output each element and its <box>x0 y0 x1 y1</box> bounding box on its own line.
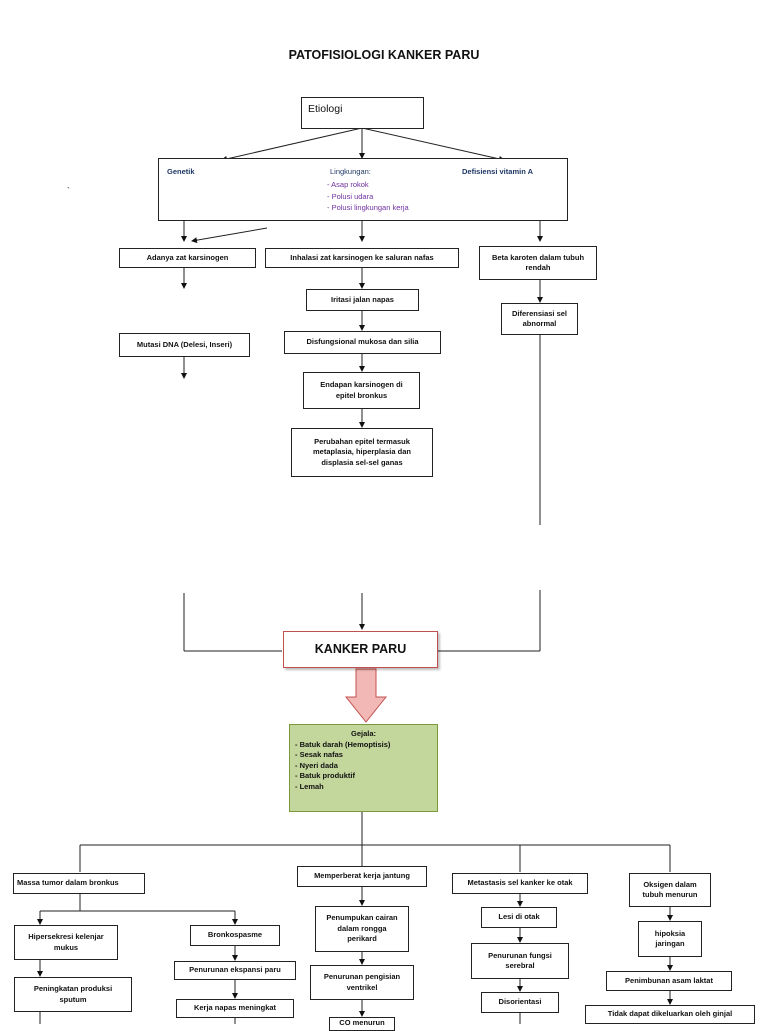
oksigen-line: tubuh menurun <box>642 890 698 899</box>
perubahan-line: Perubahan epitel termasuk <box>314 436 410 446</box>
oksigen-box: Oksigen dalam tubuh menurun <box>629 873 711 907</box>
kerja-jantung-box: Memperberat kerja jantung <box>297 866 427 887</box>
hipoksia-line: hipoksia <box>654 928 686 938</box>
hipersekresi-box: Hipersekresi kelenjar mukus <box>14 925 118 960</box>
gejala-item: - Batuk darah (Hemoptisis) <box>295 739 391 749</box>
mutasi-label: Mutasi DNA (Delesi, Inseri) <box>136 339 233 349</box>
asam-laktat-label: Penimbunan asam laktat <box>625 975 713 985</box>
massa-tumor-box: Massa tumor dalam bronkus <box>13 873 145 894</box>
iritasi-label: Iritasi jalan napas <box>331 294 394 304</box>
lingkungan-item: - Polusi lingkungan kerja <box>327 203 409 213</box>
massa-tumor-label: Massa tumor dalam bronkus <box>17 878 119 888</box>
beta-karoten-line: Beta karoten dalam tubuh <box>491 252 585 262</box>
beta-karoten-box: Beta karoten dalam tubuh rendah <box>479 246 597 280</box>
disfungsi-box: Disfungsional mukosa dan silia <box>284 331 441 354</box>
diferensiasi-box: Diferensiasi sel abnormal <box>501 303 578 335</box>
inhalasi-box: Inhalasi zat karsinogen ke saluran nafas <box>265 248 459 268</box>
hipersekresi-line: mukus <box>53 942 79 952</box>
gejala-item: - Nyeri dada <box>295 760 338 770</box>
penumpukan-line: perikard <box>347 934 377 944</box>
gejala-box: Gejala: - Batuk darah (Hemoptisis) - Ses… <box>289 724 438 812</box>
lingkungan-item: - Asap rokok <box>327 180 369 189</box>
bronkospasme-box: Bronkospasme <box>190 925 280 946</box>
stray-mark: ` <box>67 186 70 196</box>
hipoksia-box: hipoksia jaringan <box>638 921 702 957</box>
lingkungan-list: - Asap rokok - Polusi udara - Polusi lin… <box>327 179 409 214</box>
gejala-heading: Gejala: <box>350 729 376 738</box>
endapan-line: Endapan karsinogen di <box>320 380 403 389</box>
oksigen-line: Oksigen dalam <box>643 879 697 889</box>
pengisian-line: ventrikel <box>346 982 378 992</box>
co-menurun-label: CO menurun <box>339 1018 385 1027</box>
pengisian-ventrikel-box: Penurunan pengisian ventrikel <box>310 965 414 1000</box>
karsinogen-box: Adanya zat karsinogen <box>119 248 256 268</box>
disorientasi-label: Disorientasi <box>498 997 542 1007</box>
ginjal-label: Tidak dapat dikeluarkan oleh ginjal <box>607 1009 733 1019</box>
hipersekresi-line: Hipersekresi kelenjar <box>28 932 104 941</box>
perubahan-line: displasia sel-sel ganas <box>321 457 403 467</box>
factor-genetik: Genetik <box>167 167 195 176</box>
factor-lingkungan: Lingkungan: <box>330 167 371 176</box>
endapan-box: Endapan karsinogen di epitel bronkus <box>303 372 420 409</box>
hipoksia-line: jaringan <box>655 939 685 948</box>
fungsi-serebral-line: Penurunan fungsi <box>488 950 552 960</box>
produksi-sputum-line: Peningkatan produksi <box>33 984 113 993</box>
produksi-sputum-box: Peningkatan produksi sputum <box>14 977 132 1012</box>
asam-laktat-box: Penimbunan asam laktat <box>606 971 732 991</box>
ekspansi-paru-label: Penurunan ekspansi paru <box>189 965 281 975</box>
disfungsi-label: Disfungsional mukosa dan silia <box>306 337 419 347</box>
kerja-napas-label: Kerja napas meningkat <box>193 1003 277 1013</box>
lingkungan-item: - Polusi udara <box>327 191 374 201</box>
penumpukan-line: Penumpukan cairan <box>326 913 398 923</box>
page-title: PATOFISIOLOGI KANKER PARU <box>288 48 480 62</box>
beta-karoten-line: rendah <box>525 263 551 272</box>
down-arrow-icon <box>344 668 388 723</box>
perubahan-box: Perubahan epitel termasuk metaplasia, hi… <box>291 428 433 477</box>
gejala-item: - Sesak nafas <box>295 750 343 759</box>
ekspansi-paru-box: Penurunan ekspansi paru <box>174 961 296 980</box>
lesi-otak-label: Lesi di otak <box>498 912 540 922</box>
gejala-item: - Batuk produktif <box>295 771 355 780</box>
kanker-paru-label: KANKER PARU <box>314 641 407 656</box>
diferensiasi-line: Diferensiasi sel <box>511 308 568 318</box>
pengisian-line: Penurunan pengisian <box>323 972 401 981</box>
disorientasi-box: Disorientasi <box>481 992 559 1013</box>
penumpukan-cairan-box: Penumpukan cairan dalam rongga perikard <box>315 906 409 952</box>
etiologi-label: Etiologi <box>308 103 343 115</box>
produksi-sputum-line: sputum <box>59 994 87 1004</box>
endapan-line: epitel bronkus <box>335 390 388 400</box>
lesi-otak-box: Lesi di otak <box>481 907 557 928</box>
metastasis-label: Metastasis sel kanker ke otak <box>467 878 573 888</box>
karsinogen-label: Adanya zat karsinogen <box>146 252 229 262</box>
iritasi-box: Iritasi jalan napas <box>306 289 419 311</box>
inhalasi-label: Inhalasi zat karsinogen ke saluran nafas <box>290 252 434 262</box>
factor-vitamin: Defisiensi vitamin A <box>462 167 533 176</box>
diferensiasi-line: abnormal <box>522 319 557 328</box>
kerja-jantung-label: Memperberat kerja jantung <box>314 871 410 881</box>
ginjal-box: Tidak dapat dikeluarkan oleh ginjal <box>585 1005 755 1024</box>
mutasi-box: Mutasi DNA (Delesi, Inseri) <box>119 333 250 357</box>
fungsi-serebral-line: serebral <box>505 961 535 970</box>
factors-box: Genetik Lingkungan: - Asap rokok - Polus… <box>158 158 568 221</box>
etiologi-box: Etiologi <box>301 97 424 129</box>
kanker-paru-box: KANKER PARU <box>283 631 438 668</box>
gejala-item: - Lemah <box>295 781 324 791</box>
kerja-napas-box: Kerja napas meningkat <box>176 999 294 1018</box>
co-menurun-box: CO menurun <box>329 1017 395 1031</box>
bronkospasme-label: Bronkospasme <box>207 930 263 940</box>
penumpukan-line: dalam rongga <box>337 923 387 933</box>
perubahan-line: metaplasia, hiperplasia dan <box>313 447 411 457</box>
metastasis-box: Metastasis sel kanker ke otak <box>452 873 588 894</box>
fungsi-serebral-box: Penurunan fungsi serebral <box>471 943 569 979</box>
